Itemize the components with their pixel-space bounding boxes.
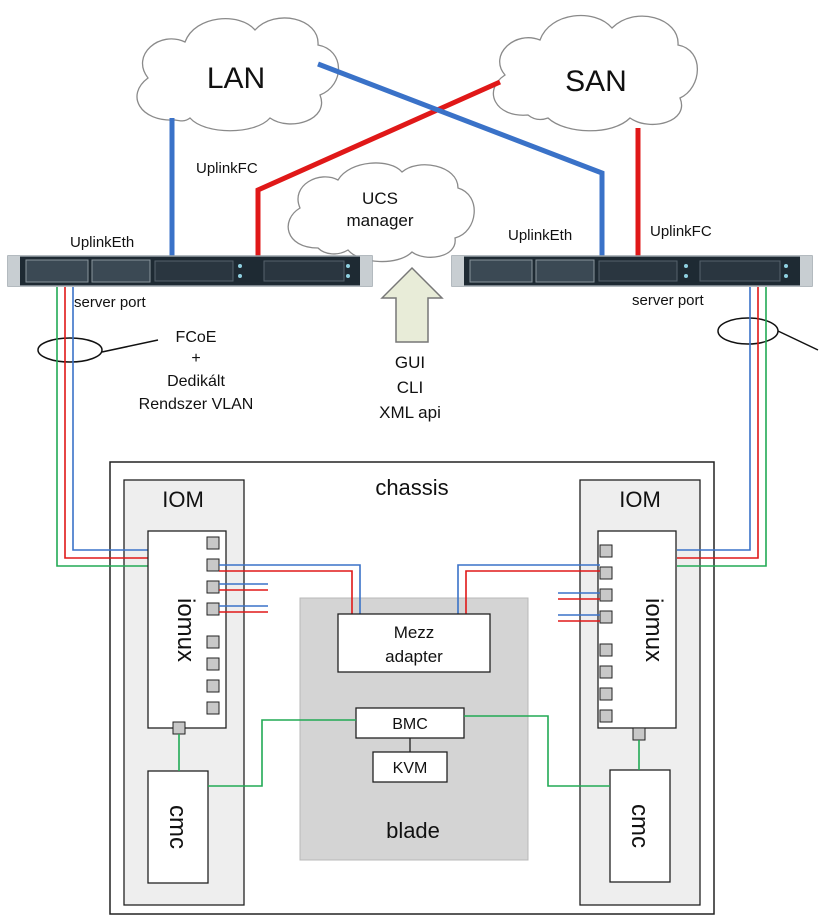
iomux-left-ports bbox=[172, 536, 220, 735]
fabric-interconnect-left bbox=[7, 255, 373, 287]
bmc-label: BMC bbox=[392, 716, 428, 733]
iomux-right-ports bbox=[599, 544, 646, 741]
fcoe-pointer-left bbox=[101, 339, 159, 353]
iomux-left-label: iomux bbox=[172, 598, 199, 662]
stub-cables bbox=[219, 583, 600, 622]
iomux-to-mezz-cables bbox=[219, 564, 600, 614]
cmc-right-box bbox=[609, 769, 671, 883]
chassis-title: chassis bbox=[375, 475, 448, 500]
ucs-label-line1: UCS bbox=[362, 189, 398, 208]
uplink-eth-right-label: UplinkEth bbox=[508, 227, 572, 244]
kvm-label: KVM bbox=[393, 760, 428, 777]
fcoe-bundle-ellipse-right bbox=[717, 317, 779, 345]
fcoe-label-line2: + bbox=[191, 350, 200, 367]
ucs-manager-cloud: UCS manager bbox=[287, 162, 475, 263]
cmc-left-box bbox=[147, 770, 209, 884]
management-cables bbox=[178, 715, 640, 787]
gui-label: GUI bbox=[395, 353, 425, 372]
iomux-right-label: iomux bbox=[640, 598, 667, 662]
san-cloud: SAN bbox=[492, 14, 699, 132]
fcoe-bundle-ellipse-left bbox=[37, 337, 103, 363]
uplink-lines bbox=[169, 61, 641, 258]
fcoe-label-line3: Dedikált bbox=[167, 373, 225, 390]
lan-cloud: LAN bbox=[136, 17, 340, 132]
cmc-left-label: cmc bbox=[164, 805, 191, 849]
management-up-arrow bbox=[380, 266, 444, 343]
uplink-eth-right-line bbox=[317, 61, 605, 256]
server-port-cables bbox=[56, 287, 767, 567]
ucs-label-line2: manager bbox=[346, 211, 413, 230]
uplink-fc-left-label: UplinkFC bbox=[196, 160, 258, 177]
xml-api-label: XML api bbox=[379, 403, 441, 422]
server-port-left-label: server port bbox=[74, 294, 147, 311]
cli-label: CLI bbox=[397, 378, 423, 397]
cmc-right-label: cmc bbox=[626, 804, 653, 848]
fabric-interconnect-right bbox=[451, 255, 813, 287]
lan-label: LAN bbox=[207, 62, 265, 95]
iom-left-label: IOM bbox=[162, 487, 204, 512]
fcoe-pointer-right bbox=[777, 330, 819, 351]
iom-right-label: IOM bbox=[619, 487, 661, 512]
mezz-label-line1: Mezz bbox=[394, 623, 435, 642]
san-label: SAN bbox=[565, 65, 627, 98]
mezz-adapter-box bbox=[337, 613, 491, 673]
blade-label: blade bbox=[386, 818, 440, 843]
mezz-label-line2: adapter bbox=[385, 647, 443, 666]
uplink-fc-left-line bbox=[255, 79, 502, 258]
fcoe-label-line1: FCoE bbox=[176, 329, 217, 346]
uplink-fc-right-label: UplinkFC bbox=[650, 223, 712, 240]
server-port-right-label: server port bbox=[632, 292, 705, 309]
fcoe-label-line4: Rendszer VLAN bbox=[139, 396, 254, 413]
kvm-box bbox=[372, 751, 448, 783]
uplink-eth-left-label: UplinkEth bbox=[70, 234, 134, 251]
